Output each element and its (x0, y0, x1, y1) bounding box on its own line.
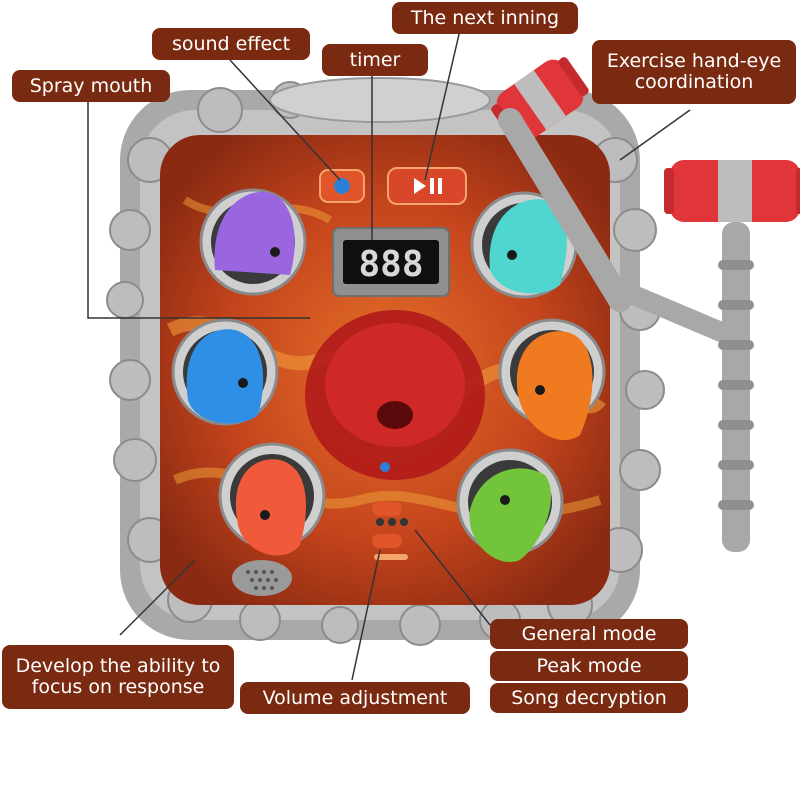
timer-display: 888 (332, 227, 450, 297)
callout-lines (87, 29, 691, 681)
label-develop-line1: Develop the ability to (15, 655, 221, 677)
label-general-mode: General mode (490, 619, 688, 649)
volume-switch[interactable] (372, 534, 408, 560)
mode-switch[interactable] (372, 502, 408, 526)
label-song-decryption: Song decryption (490, 683, 688, 713)
next-inning-button[interactable] (387, 167, 467, 205)
timer-digits: 888 (358, 244, 423, 285)
sound-effect-button[interactable] (319, 169, 365, 203)
label-timer: timer (322, 44, 428, 76)
label-exercise-coordination: Exercise hand-eye coordination (592, 40, 796, 104)
label-develop-focus: Develop the ability to focus on response (2, 645, 234, 709)
label-exercise-line1: Exercise hand-eye (606, 50, 782, 72)
red-creature[interactable] (218, 442, 326, 556)
purple-creature[interactable] (199, 188, 307, 296)
green-creature[interactable] (456, 448, 564, 562)
speaker-grill (232, 560, 292, 596)
creature-holes (171, 188, 606, 562)
label-exercise-line2: coordination (634, 71, 754, 93)
label-spray-mouth: Spray mouth (12, 70, 170, 102)
label-develop-line2: focus on response (31, 676, 205, 698)
hammer-tilted[interactable] (486, 51, 750, 350)
label-volume-adjustment: Volume adjustment (240, 682, 470, 714)
label-peak-mode: Peak mode (490, 651, 688, 681)
orange-creature[interactable] (498, 318, 606, 441)
label-sound-effect: sound effect (152, 28, 310, 60)
teal-creature[interactable] (470, 191, 578, 299)
label-next-inning: The next inning (392, 2, 578, 34)
hammer-upright[interactable] (664, 160, 800, 552)
blue-creature[interactable] (171, 318, 279, 426)
volcano-spray-mouth (305, 310, 485, 480)
